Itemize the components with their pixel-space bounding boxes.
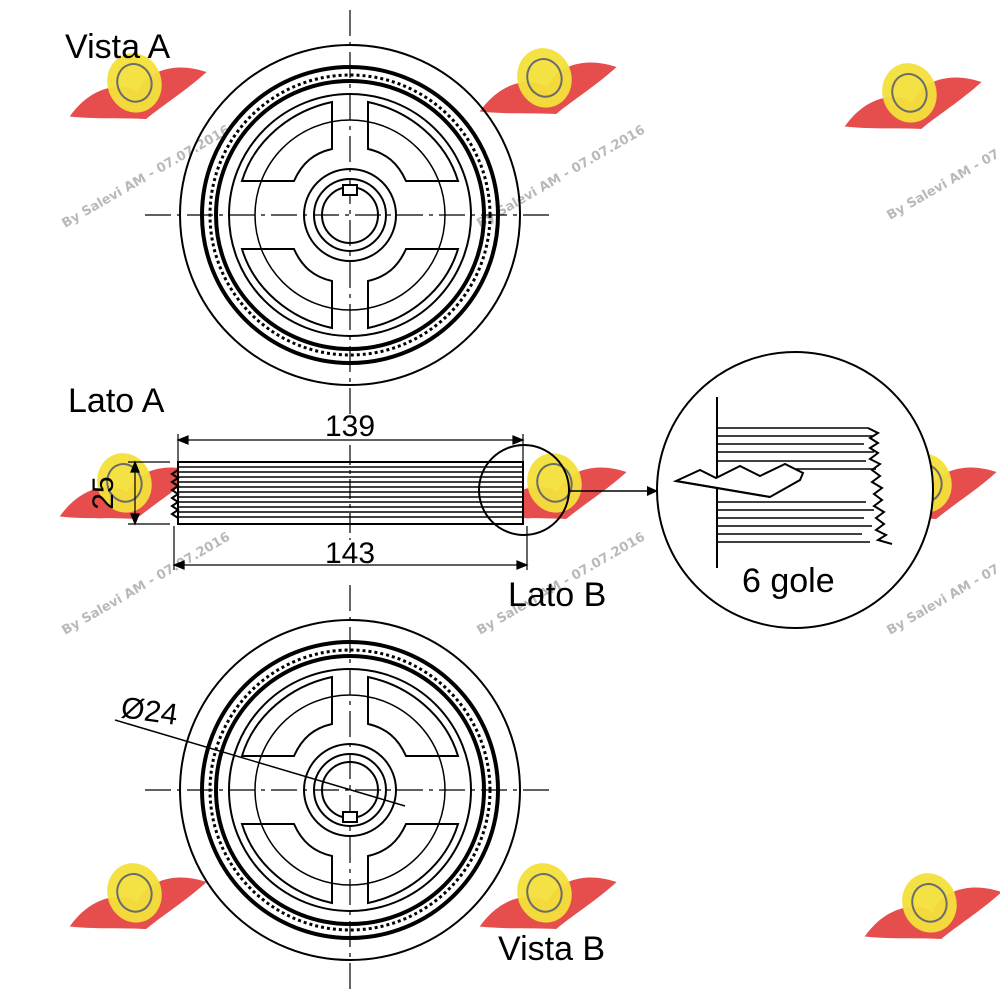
vista-a-view (143, 8, 557, 422)
keyway-slot-icon (342, 184, 358, 196)
dimension-lines (128, 434, 529, 570)
vista-b-label: Vista B (498, 930, 605, 968)
lato-a-label: Lato A (68, 382, 165, 420)
autokit-logo-icon (55, 841, 216, 953)
dimension-139: 139 (325, 410, 375, 443)
vista-b-view (114, 583, 557, 997)
side-profile-view (170, 444, 570, 540)
watermark-text: By Salevi AM - 07.07.2016 (885, 115, 1000, 224)
vista-a-label: Vista A (65, 28, 171, 66)
grooves-label: 6 gole (742, 562, 835, 600)
bore-diameter-label: Ø24 (119, 691, 180, 732)
detail-circle (478, 444, 570, 536)
autokit-logo-icon (850, 851, 1000, 963)
autokit-logo-icon (830, 41, 991, 153)
dimension-25: 25 (87, 476, 120, 509)
arrow-right-icon (647, 486, 658, 496)
dimension-143: 143 (325, 537, 375, 570)
watermark-text: By Salevi AM - 07.07.2016 (60, 530, 233, 639)
keyway-slot-icon (342, 811, 358, 823)
groove-detail-view (570, 351, 934, 629)
lato-b-label: Lato B (508, 576, 606, 614)
